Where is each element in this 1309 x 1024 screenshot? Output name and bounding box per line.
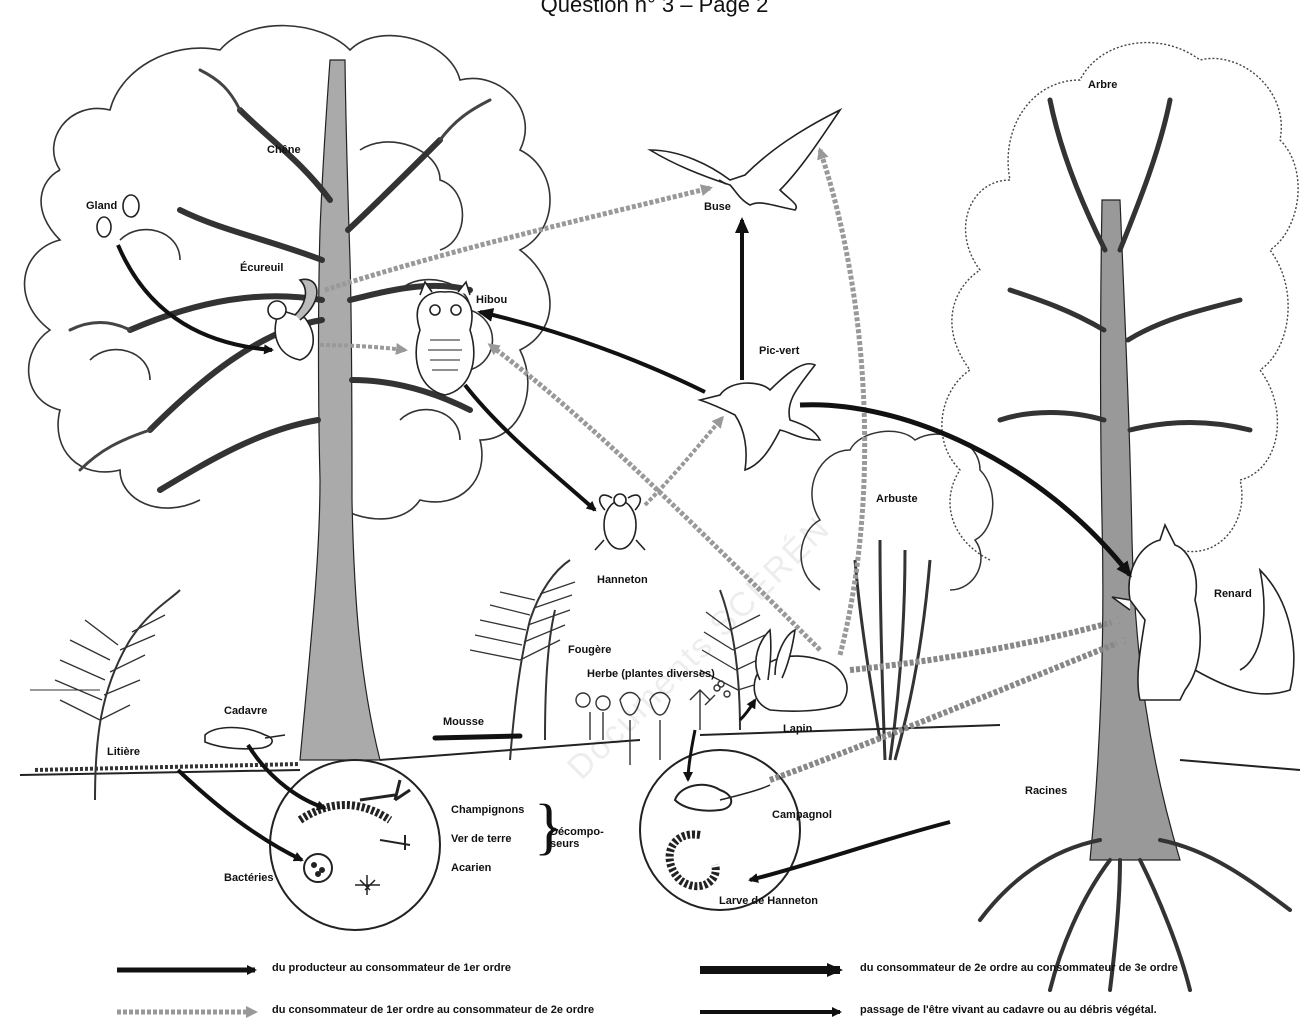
arrow-picvert-hibou	[480, 312, 705, 392]
label-arbuste: Arbuste	[876, 493, 918, 505]
arrow-racines-larve	[750, 822, 950, 880]
page-header: Question n° 3 – Page 2	[0, 0, 1309, 18]
rabbit	[754, 630, 847, 711]
arrow-ecureuil-buse	[325, 188, 710, 290]
label-ecureuil: Écureuil	[240, 262, 283, 274]
label-campagnol: Campagnol	[772, 809, 832, 821]
label-champignons: Champignons	[451, 804, 524, 816]
label-litiere: Litière	[107, 746, 140, 758]
woodpecker	[700, 364, 820, 470]
arrow-hanneton-picvert	[645, 418, 722, 505]
label-arbre: Arbre	[1088, 79, 1117, 91]
label-chene: Chêne	[267, 144, 301, 156]
label-hanneton: Hanneton	[597, 574, 648, 586]
label-gland: Gland	[86, 200, 117, 212]
arrow-hibou-hanneton	[465, 385, 595, 510]
label-fougere: Fougère	[568, 644, 611, 656]
arrow-picvert-renard	[800, 405, 1130, 575]
soil-consumer-circle	[640, 750, 800, 910]
label-pic-vert: Pic-vert	[759, 345, 799, 357]
moss	[435, 736, 520, 738]
label-herbe: Herbe (plantes diverses)	[587, 668, 715, 680]
label-larve: Larve de Hanneton	[719, 895, 818, 907]
label-acarien: Acarien	[451, 862, 491, 874]
fox	[1112, 525, 1294, 700]
label-decomposeurs: Décompo- seurs	[550, 826, 604, 850]
arrow-lapin-renard	[850, 620, 1120, 670]
legend-producteur: du producteur au consommateur de 1er ord…	[272, 962, 511, 974]
label-buse: Buse	[704, 201, 731, 213]
shrub	[801, 431, 993, 760]
owl	[416, 282, 474, 395]
right-tree-trunk	[1000, 100, 1250, 860]
label-ver-de-terre: Ver de terre	[451, 833, 512, 845]
cockchafer	[595, 494, 645, 550]
carcass	[205, 728, 285, 749]
label-renard: Renard	[1214, 588, 1252, 600]
decomposer-circle	[270, 760, 440, 930]
label-mousse: Mousse	[443, 716, 484, 728]
arrow-herbe-lapin	[740, 700, 755, 720]
label-hibou: Hibou	[476, 294, 507, 306]
legend-c2-c3: du consommateur de 2e ordre au consommat…	[860, 962, 1178, 974]
oak-canopy	[25, 26, 550, 519]
label-racines: Racines	[1025, 785, 1067, 797]
legend-c1-c2: du consommateur de 1er ordre au consomma…	[272, 1004, 594, 1016]
label-bacteries: Bactéries	[224, 872, 274, 884]
legend-cadavre: passage de l'être vivant au cadavre ou a…	[860, 1004, 1157, 1016]
label-lapin: Lapin	[783, 723, 812, 735]
label-cadavre: Cadavre	[224, 705, 267, 717]
